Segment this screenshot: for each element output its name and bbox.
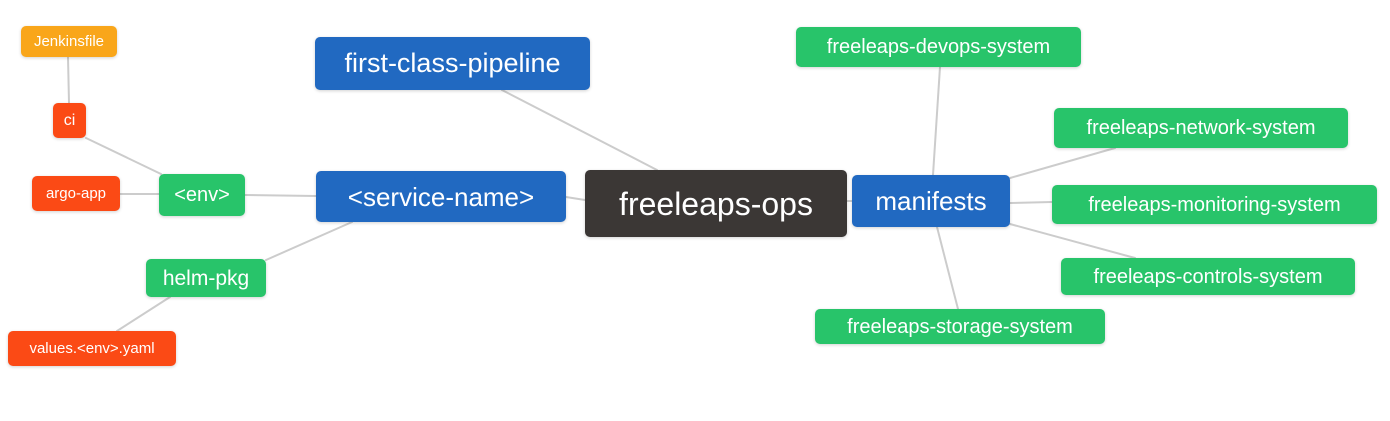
node-label: ci — [63, 111, 76, 129]
node-env[interactable]: <env> — [159, 174, 245, 216]
node-label: Jenkinsfile — [33, 33, 105, 50]
node-label: <env> — [174, 184, 230, 206]
node-label: <service-name> — [347, 181, 535, 212]
node-label: freeleaps-monitoring-system — [1088, 193, 1341, 216]
node-freeleaps-devops-system[interactable]: freeleaps-devops-system — [796, 27, 1081, 67]
node-label: first-class-pipeline — [344, 48, 561, 78]
edge-manifests-to-freeleaps-storage-system — [936, 226, 959, 310]
node-freeleaps-ops[interactable]: freeleaps-ops — [585, 170, 847, 237]
node-argo-app[interactable]: argo-app — [32, 176, 120, 211]
node-freeleaps-storage-system[interactable]: freeleaps-storage-system — [815, 309, 1105, 344]
edge-manifests-to-freeleaps-network-system — [1009, 147, 1116, 179]
node-freeleaps-controls-system[interactable]: freeleaps-controls-system — [1061, 258, 1355, 295]
edge-first-class-pipeline-to-freeleaps-ops — [501, 89, 658, 171]
node-label: freeleaps-devops-system — [826, 36, 1051, 58]
edge-service-name-to-helm-pkg — [265, 221, 353, 261]
node-freeleaps-monitoring-system[interactable]: freeleaps-monitoring-system — [1052, 185, 1377, 224]
edge-helm-pkg-to-values-env-yaml — [116, 296, 171, 332]
node-freeleaps-network-system[interactable]: freeleaps-network-system — [1054, 108, 1348, 148]
node-label: helm-pkg — [162, 266, 250, 290]
edge-env-to-service-name — [244, 194, 317, 197]
node-label: freeleaps-storage-system — [847, 315, 1073, 338]
edge-service-name-to-freeleaps-ops — [565, 196, 586, 201]
node-jenkinsfile[interactable]: Jenkinsfile — [21, 26, 117, 57]
edge-jenkinsfile-to-ci — [67, 56, 70, 104]
edge-manifests-to-freeleaps-monitoring-system — [1009, 201, 1053, 204]
node-service-name[interactable]: <service-name> — [316, 171, 566, 222]
node-first-class-pipeline[interactable]: first-class-pipeline — [315, 37, 590, 90]
node-label: freeleaps-ops — [619, 185, 813, 222]
edge-manifests-to-freeleaps-controls-system — [1009, 223, 1136, 259]
node-label: manifests — [875, 186, 987, 216]
node-values-env-yaml[interactable]: values.<env>.yaml — [8, 331, 176, 366]
edge-ci-to-env — [85, 137, 162, 175]
node-label: freeleaps-controls-system — [1093, 265, 1323, 288]
node-manifests[interactable]: manifests — [852, 175, 1010, 227]
node-ci[interactable]: ci — [53, 103, 86, 138]
edge-manifests-to-freeleaps-devops-system — [932, 66, 941, 176]
node-helm-pkg[interactable]: helm-pkg — [146, 259, 266, 297]
node-label: freeleaps-network-system — [1086, 117, 1316, 139]
node-label: values.<env>.yaml — [29, 340, 155, 357]
node-label: argo-app — [45, 185, 107, 202]
